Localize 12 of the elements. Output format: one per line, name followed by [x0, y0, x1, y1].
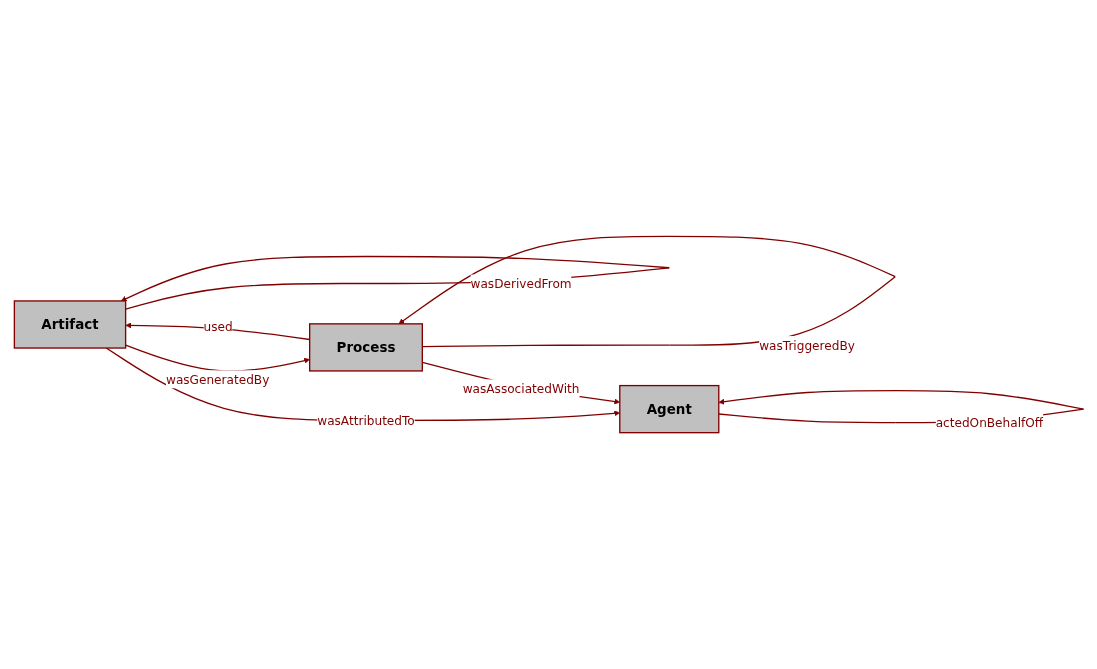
- edge-label: wasAssociatedWith: [462, 381, 579, 396]
- arrow: [105, 347, 620, 422]
- edge-label: used: [203, 319, 233, 334]
- edge-label: actedOnBehalfOff: [935, 415, 1043, 430]
- edge-label: wasTriggeredBy: [758, 338, 855, 353]
- node-box: Agent: [618, 384, 719, 434]
- edge-label: wasDerivedFrom: [470, 276, 572, 291]
- node-box: Artifact: [13, 300, 126, 349]
- arrow: [421, 361, 620, 405]
- node-box: Process: [308, 323, 423, 372]
- edge-label: wasGeneratedBy: [165, 372, 269, 387]
- edge-label: wasAttributedTo: [316, 413, 415, 428]
